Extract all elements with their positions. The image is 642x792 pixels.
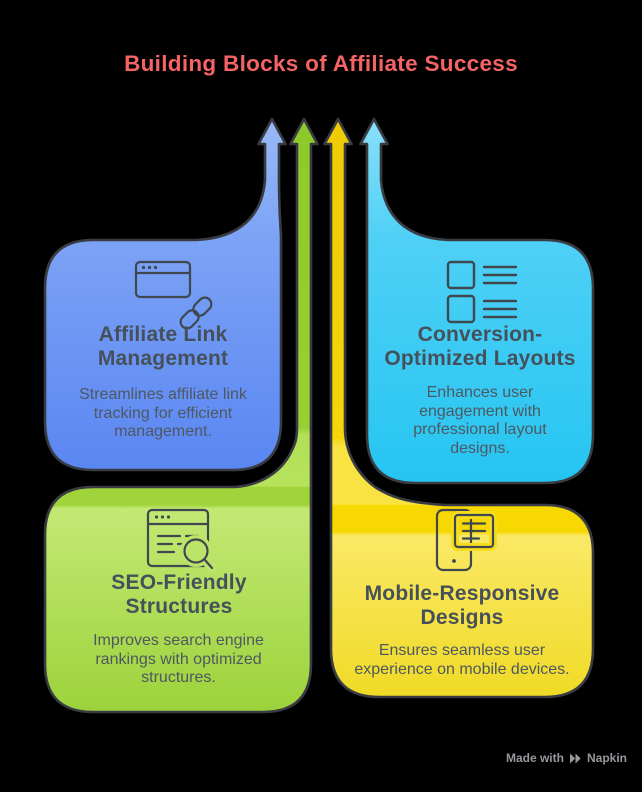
card-body-affiliate-link-management: Streamlines affiliate link tracking for … xyxy=(79,386,247,440)
affiliate-card-arrow-shape xyxy=(43,117,287,472)
card-heading-mobile-responsive-designs: Mobile-Responsive Designs xyxy=(364,582,560,629)
card-heading-seo-friendly-structures: SEO-Friendly Structures xyxy=(111,571,247,618)
layout-list-icon xyxy=(446,260,518,324)
browser-link-icon xyxy=(134,260,216,333)
napkin-logo-icon xyxy=(569,753,581,763)
mobile-document-icon xyxy=(435,508,497,572)
napkin-brand-label: Napkin xyxy=(586,751,627,765)
seo-card-arrow-shape xyxy=(43,117,319,714)
made-with-napkin-attribution: Made with Napkin xyxy=(506,751,627,765)
mobile-card-arrow-shape xyxy=(323,117,595,699)
card-body-seo-friendly-structures: Improves search engine rankings with opt… xyxy=(93,632,264,686)
browser-search-icon xyxy=(146,508,217,573)
made-with-label: Made with xyxy=(505,751,564,765)
card-body-mobile-responsive-designs: Ensures seamless user experience on mobi… xyxy=(354,642,570,678)
card-heading-conversion-optimized-layouts: Conversion-Optimized Layouts xyxy=(384,323,576,370)
conversion-card-arrow-shape xyxy=(359,117,595,485)
page-title: Building Blocks of Affiliate Success xyxy=(124,51,518,76)
card-heading-affiliate-link-management: Affiliate Link Management xyxy=(97,323,229,370)
card-body-conversion-optimized-layouts: Enhances user engagement with profession… xyxy=(413,384,547,457)
